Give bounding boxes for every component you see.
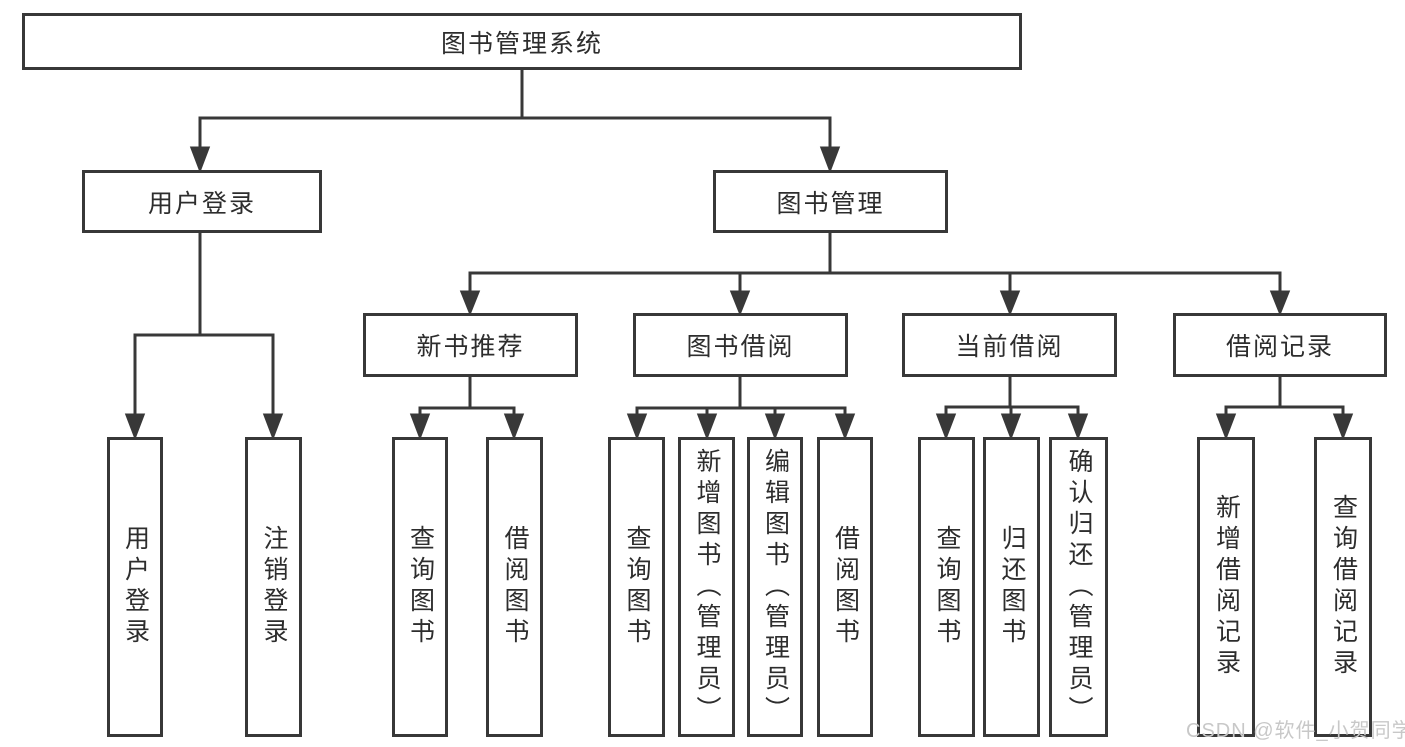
node-leaf-br-add-record: 新增借阅记录 — [1197, 437, 1255, 737]
arrow-down-icon — [999, 290, 1021, 317]
node-borrowing-records-label: 借阅记录 — [1225, 333, 1334, 361]
node-leaf-cb-confirm-return-admin-label: 确认归还（管理员） — [1065, 447, 1093, 727]
node-leaf-logout-label: 注销登录 — [260, 525, 288, 649]
arrow-down-icon — [1332, 413, 1354, 441]
node-current-borrowing-label: 当前借阅 — [955, 333, 1064, 361]
arrow-down-icon — [459, 290, 481, 317]
node-root-label: 图书管理系统 — [440, 29, 603, 58]
arrow-down-icon — [834, 413, 856, 441]
connector-user-login-children — [124, 231, 284, 441]
arrow-down-icon — [626, 413, 648, 441]
node-leaf-bb-query-books: 查询图书 — [608, 437, 665, 737]
node-leaf-bb-borrow-books-label: 借阅图书 — [831, 525, 860, 649]
arrow-down-icon — [189, 146, 211, 174]
arrow-down-icon — [1000, 413, 1022, 441]
node-leaf-logout: 注销登录 — [245, 437, 302, 737]
node-leaf-br-query-record: 查询借阅记录 — [1314, 437, 1372, 737]
connector-book-management-children — [459, 231, 1291, 317]
node-leaf-cb-query-books: 查询图书 — [918, 437, 975, 737]
node-leaf-user-login: 用户登录 — [107, 437, 163, 737]
arrow-down-icon — [503, 413, 525, 441]
node-leaf-bb-add-books-admin-label: 新增图书（管理员） — [693, 447, 721, 727]
arrow-down-icon — [696, 413, 718, 441]
arrow-down-icon — [124, 413, 146, 441]
node-leaf-user-login-label: 用户登录 — [121, 525, 150, 649]
connector-book-borrowing-children — [626, 375, 856, 441]
arrow-down-icon — [1269, 290, 1291, 317]
node-book-borrowing-label: 图书借阅 — [686, 333, 795, 361]
node-new-book-recommend-label: 新书推荐 — [416, 333, 525, 361]
node-user-login: 用户登录 — [82, 170, 322, 233]
node-current-borrowing: 当前借阅 — [902, 313, 1117, 377]
connector-line — [1224, 375, 1345, 417]
connector-line — [468, 231, 1282, 294]
node-user-login-label: 用户登录 — [147, 189, 256, 218]
node-leaf-bb-add-books-admin: 新增图书（管理员） — [678, 437, 735, 737]
arrow-down-icon — [764, 413, 786, 441]
connector-line — [418, 375, 516, 417]
node-leaf-bb-query-books-label: 查询图书 — [623, 525, 651, 649]
csdn-watermark: CSDN @软件_小贺同学 — [1186, 720, 1405, 742]
node-book-management: 图书管理 — [713, 170, 948, 233]
connector-new-book-recommend-children — [409, 375, 525, 441]
arrow-down-icon — [409, 413, 431, 441]
connector-line — [944, 375, 1080, 417]
node-leaf-cb-query-books-label: 查询图书 — [933, 525, 961, 649]
node-leaf-nb-query-books: 查询图书 — [392, 437, 448, 737]
node-leaf-br-add-record-label: 新增借阅记录 — [1212, 494, 1241, 680]
node-leaf-bb-edit-books-admin: 编辑图书（管理员） — [747, 437, 803, 737]
node-leaf-cb-return-books-label: 归还图书 — [998, 525, 1026, 649]
node-new-book-recommend: 新书推荐 — [363, 313, 578, 377]
connector-root-to-level2 — [189, 68, 841, 174]
arrow-down-icon — [729, 290, 751, 317]
node-leaf-bb-borrow-books: 借阅图书 — [817, 437, 873, 737]
node-leaf-br-query-record-label: 查询借阅记录 — [1329, 494, 1358, 680]
node-leaf-nb-borrow-books: 借阅图书 — [486, 437, 543, 737]
arrow-down-icon — [1067, 413, 1089, 441]
node-book-borrowing: 图书借阅 — [633, 313, 848, 377]
node-leaf-bb-edit-books-admin-label: 编辑图书（管理员） — [761, 447, 790, 727]
arrow-down-icon — [1215, 413, 1237, 441]
node-leaf-nb-borrow-books-label: 借阅图书 — [501, 525, 529, 649]
node-borrowing-records: 借阅记录 — [1173, 313, 1387, 377]
node-leaf-cb-confirm-return-admin: 确认归还（管理员） — [1049, 437, 1108, 737]
connector-line — [133, 231, 275, 417]
arrow-down-icon — [262, 413, 284, 441]
arrow-down-icon — [819, 146, 841, 174]
node-book-management-label: 图书管理 — [776, 189, 885, 218]
node-leaf-cb-return-books: 归还图书 — [983, 437, 1040, 737]
connector-line — [635, 375, 847, 417]
connector-borrowing-records-children — [1215, 375, 1354, 441]
connector-current-borrowing-children — [935, 375, 1089, 441]
node-leaf-nb-query-books-label: 查询图书 — [406, 525, 435, 649]
arrow-down-icon — [935, 413, 957, 441]
node-root: 图书管理系统 — [22, 13, 1022, 70]
connector-line — [198, 68, 832, 150]
